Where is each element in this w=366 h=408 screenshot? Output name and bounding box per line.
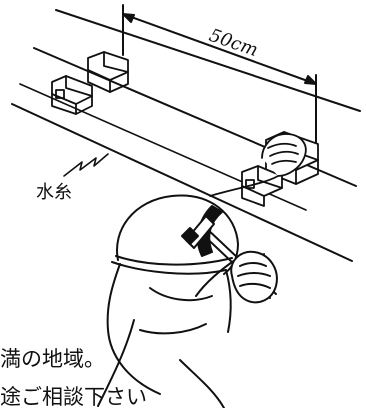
- fist: [230, 250, 278, 304]
- helmet: [116, 194, 239, 275]
- dimension-label: 50cm: [206, 25, 260, 61]
- dimension-arrow-left: [122, 13, 135, 23]
- dimension-arrow-right: [304, 75, 317, 85]
- dimension-line: [122, 13, 317, 85]
- dimension-indicator: [122, 4, 317, 151]
- body-text-line-2: 途ご相談下さい: [0, 385, 147, 408]
- left-bracket: [51, 51, 129, 115]
- worker-figure: [97, 194, 278, 408]
- callout-label: 水糸: [36, 182, 72, 203]
- rail-line-bottom: [11, 103, 353, 262]
- callout-pointer: [63, 153, 109, 177]
- hand: [209, 133, 307, 197]
- rail-line-top: [55, 9, 361, 112]
- body-text-line-1: 満の地域。: [0, 347, 105, 371]
